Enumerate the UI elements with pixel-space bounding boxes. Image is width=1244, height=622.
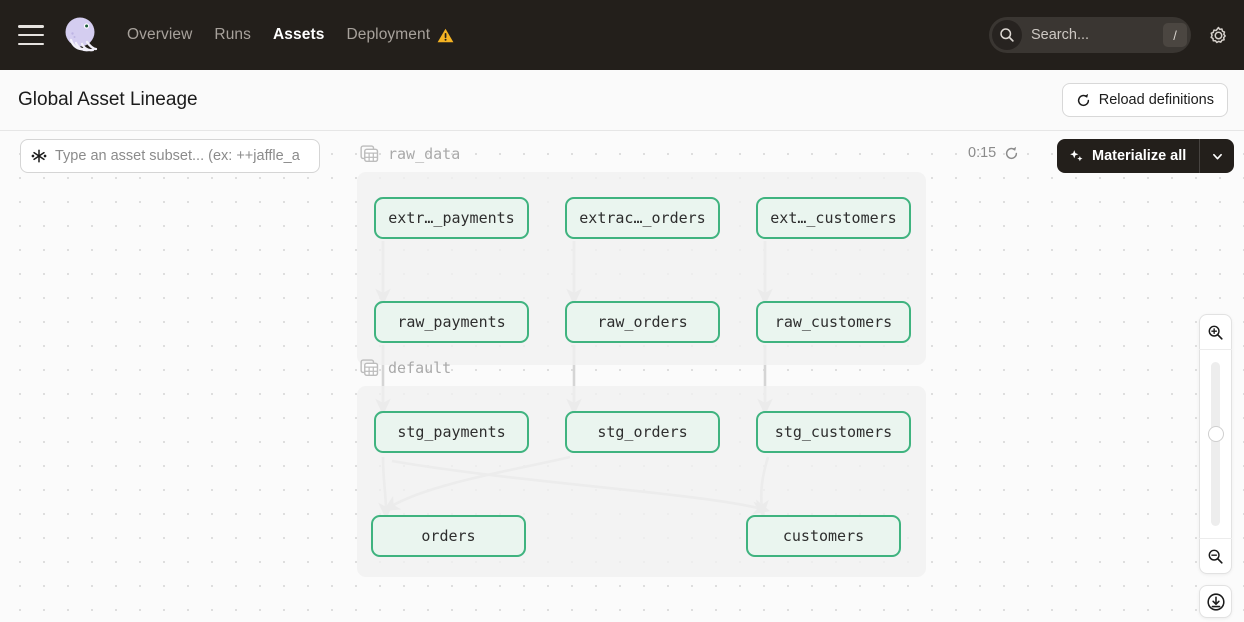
refresh-icon: [1077, 93, 1089, 106]
nav-link-overview[interactable]: Overview: [127, 26, 193, 43]
refresh-timer: 0:15: [968, 145, 1019, 161]
asset-subset-input[interactable]: Type an asset subset... (ex: ++jaffle_a: [55, 148, 300, 164]
zoom-out-icon: [1208, 549, 1223, 564]
asset-node[interactable]: ext…_customers: [756, 197, 911, 239]
asset-node[interactable]: extrac…_orders: [565, 197, 720, 239]
asset-node-label: extrac…_orders: [579, 209, 706, 227]
asset-node-label: stg_customers: [774, 423, 893, 441]
fit-to-screen-button[interactable]: [1199, 585, 1232, 618]
refresh-timer-value: 0:15: [968, 145, 997, 161]
zoom-slider-thumb[interactable]: [1207, 426, 1224, 442]
asset-lineage-icon: [31, 149, 47, 163]
asset-node-label: stg_orders: [597, 423, 688, 441]
nav-link-assets[interactable]: Assets: [273, 26, 325, 43]
refresh-icon[interactable]: [1004, 146, 1019, 161]
chevron-down-icon: [1212, 153, 1222, 159]
asset-node-label: raw_payments: [397, 313, 506, 331]
asset-node[interactable]: customers: [746, 515, 901, 557]
asset-node[interactable]: extr…_payments: [374, 197, 529, 239]
asset-subset-filter[interactable]: Type an asset subset... (ex: ++jaffle_a: [20, 139, 320, 173]
materialize-dropdown-toggle[interactable]: [1200, 139, 1234, 173]
materialize-all-button[interactable]: Materialize all: [1057, 139, 1235, 173]
gear-icon[interactable]: [1209, 26, 1228, 45]
asset-node-label: stg_payments: [397, 423, 506, 441]
lineage-canvas[interactable]: raw_data default extr…_payments extrac…_or…: [0, 131, 1244, 622]
materialize-all-label: Materialize all: [1092, 148, 1187, 164]
hamburger-menu-icon[interactable]: [18, 25, 44, 45]
asset-group-name: default: [388, 358, 452, 377]
zoom-in-icon: [1208, 325, 1223, 340]
materialize-all-main[interactable]: Materialize all: [1057, 139, 1201, 173]
warning-triangle-icon: [437, 28, 454, 42]
zoom-in-button[interactable]: [1199, 315, 1232, 349]
primary-nav-links: Overview Runs Assets Deployment: [127, 26, 454, 44]
search-shortcut-badge: /: [1163, 23, 1187, 47]
search-input[interactable]: Search...: [1031, 27, 1090, 43]
asset-node-label: orders: [421, 527, 476, 545]
fit-to-screen-icon: [1206, 592, 1225, 611]
search-icon: [992, 20, 1022, 50]
asset-group-header[interactable]: raw_data: [360, 144, 460, 163]
asset-node[interactable]: raw_orders: [565, 301, 720, 343]
graph-layer: raw_data default extr…_payments extrac…_or…: [0, 131, 1244, 622]
table-group-icon: [360, 145, 379, 163]
page-title: Global Asset Lineage: [18, 89, 198, 110]
reload-definitions-label: Reload definitions: [1098, 92, 1214, 108]
asset-node-label: ext…_customers: [770, 209, 897, 227]
asset-node[interactable]: orders: [371, 515, 526, 557]
asset-node-label: raw_customers: [774, 313, 893, 331]
asset-node-label: customers: [782, 527, 865, 545]
asset-group-header[interactable]: default: [360, 358, 451, 377]
dagster-logo-icon[interactable]: [60, 14, 102, 56]
asset-node-label: extr…_payments: [388, 209, 515, 227]
zoom-out-button[interactable]: [1199, 539, 1232, 573]
top-navigation-bar: Overview Runs Assets Deployment Search: [0, 0, 1244, 70]
asset-node[interactable]: raw_payments: [374, 301, 529, 343]
nav-link-runs[interactable]: Runs: [214, 26, 251, 43]
asset-node-label: raw_orders: [597, 313, 688, 331]
global-search-box[interactable]: Search... /: [989, 17, 1191, 53]
asset-node[interactable]: stg_payments: [374, 411, 529, 453]
asset-node[interactable]: raw_customers: [756, 301, 911, 343]
page-header: Global Asset Lineage Reload definitions: [0, 70, 1244, 131]
zoom-controls: [1199, 314, 1232, 574]
zoom-slider-track: [1211, 362, 1220, 526]
zoom-slider[interactable]: [1199, 349, 1232, 539]
asset-group-name: raw_data: [388, 144, 461, 163]
sparkle-icon: [1070, 149, 1083, 161]
reload-definitions-button[interactable]: Reload definitions: [1061, 83, 1228, 117]
table-group-icon: [360, 359, 379, 377]
nav-link-deployment[interactable]: Deployment: [346, 26, 454, 44]
nav-link-deployment-label[interactable]: Deployment: [346, 26, 431, 43]
asset-node[interactable]: stg_customers: [756, 411, 911, 453]
asset-node[interactable]: stg_orders: [565, 411, 720, 453]
